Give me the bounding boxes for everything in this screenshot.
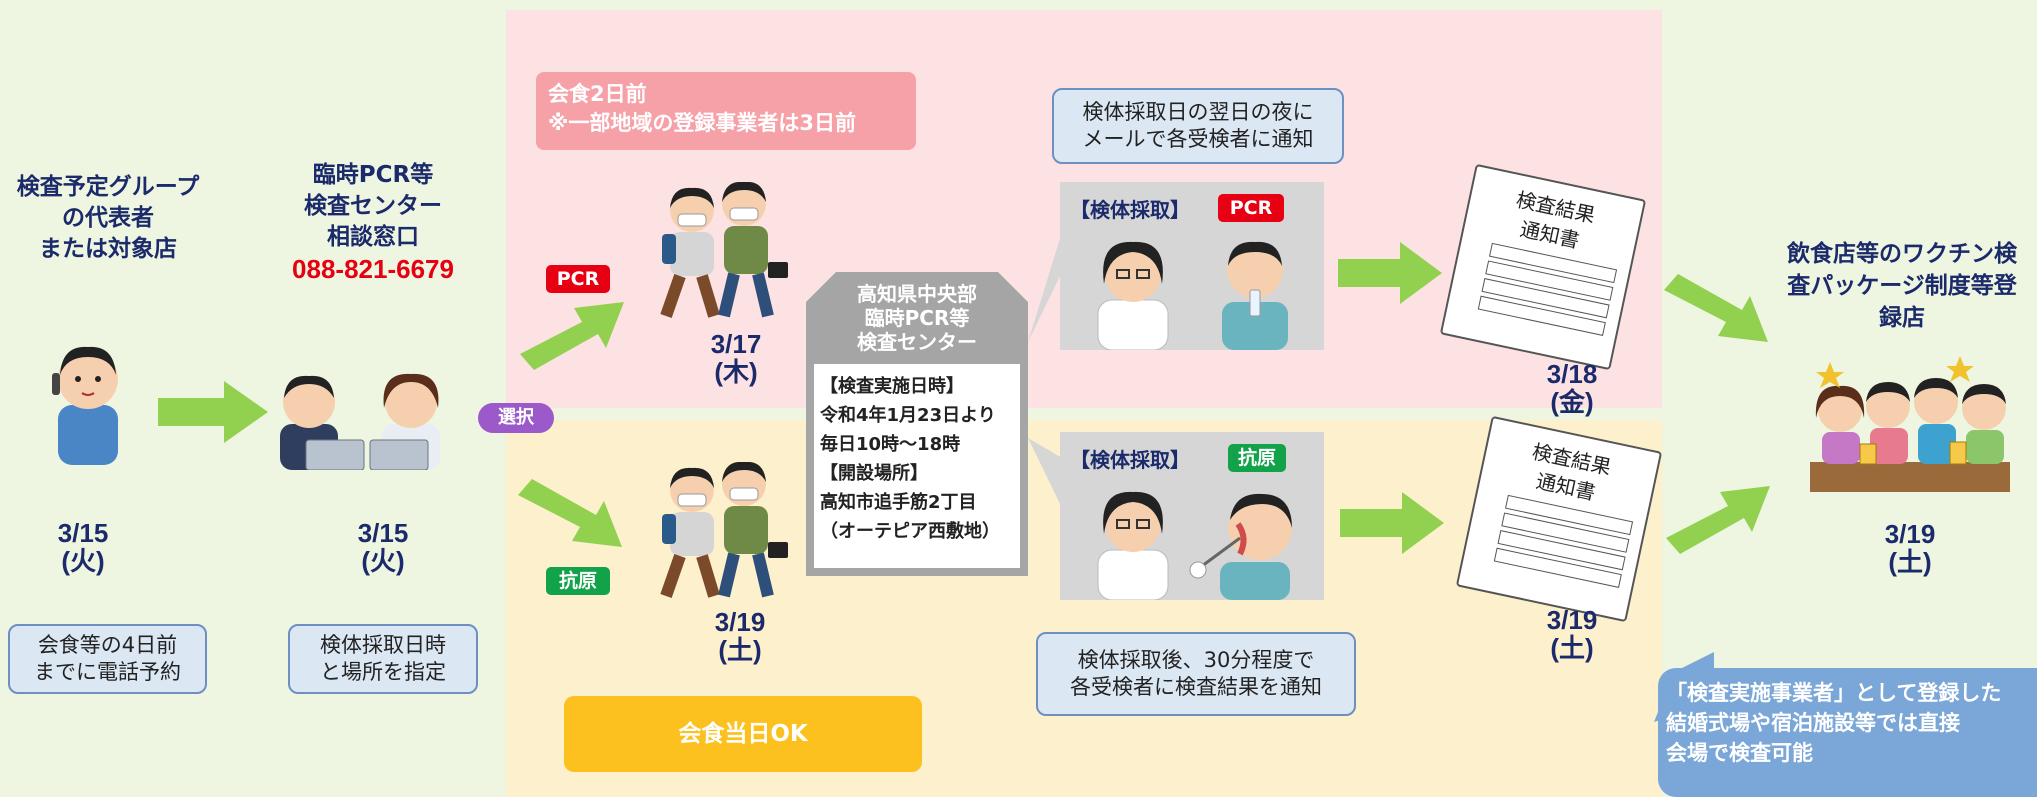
antigen-sampling-panel: 【検体採取】 抗原 [1060,432,1324,600]
final-date: 3/19(土) [1884,519,1936,577]
consult-phone-number[interactable]: 088-821-6679 [292,254,454,284]
pcr-sampling-panel: 【検体採取】 PCR [1060,182,1324,350]
step2-title: 臨時PCR等検査センター相談窓口 [304,162,442,250]
callout-pointer [1028,232,1062,346]
antigen-tag: 抗原 [1228,444,1286,472]
flow-arrow [1666,476,1770,556]
center-details: 【検査実施日時】令和4年1月23日より毎日10時～18時 【開設場所】高知市追手… [820,376,1000,542]
same-day-ok-badge: 会食当日OK [564,696,922,772]
result-report-icon: 検査結果通知書 [1455,415,1663,623]
phone-caller-icon [52,335,124,465]
pcr-advance-note: 会食2日前※一部地域の登録事業者は3日前 [536,72,916,150]
center-name: 高知県中央部臨時PCR等検査センター [857,282,977,354]
result-report-icon: 検査結果通知書 [1439,163,1647,371]
walking-people-icon [644,181,794,322]
antigen-notify-note: 検体採取後、30分程度で各受検者に検査結果を通知 [1036,632,1356,716]
sampling-label: 【検体採取】 [1070,198,1190,222]
antigen-branch-arrow [518,477,622,557]
step1-date: 3/15(火) [57,518,109,576]
pcr-result-date: 3/18(金) [1546,359,1598,417]
flow-arrow [1338,242,1442,304]
antigen-result-date: 3/19(土) [1546,605,1598,663]
antigen-tag: 抗原 [546,567,610,595]
step2-date: 3/15(火) [357,518,409,576]
pcr-tag: PCR [546,265,610,293]
doctor-patient-icon [1097,241,1288,350]
pcr-visit-date: 3/17(木) [710,329,762,387]
flow-arrow [1340,492,1444,554]
call-center-staff-icon [272,366,456,471]
test-center-box: 高知県中央部臨時PCR等検査センター 【検査実施日時】令和4年1月23日より毎日… [806,272,1028,576]
final-title: 飲食店等のワクチン検査パッケージ制度等登録店 [1787,241,2017,331]
walking-people-icon [644,461,794,602]
step2-note: 検体採取日時と場所を指定 [288,624,478,694]
pcr-notify-note: 検体採取日の翌日の夜にメールで各受検者に通知 [1052,88,1344,164]
callout-pointer [1028,438,1062,512]
doctor-nasal-swab-icon [1097,491,1292,600]
toasting-group-icon [1800,352,2020,492]
select-badge: 選択 [478,403,554,433]
pcr-tag: PCR [1218,194,1284,222]
venue-testing-bubble: 「検査実施事業者」として登録した結婚式場や宿泊施設等では直接会場で検査可能 [1658,668,2037,797]
flow-arrow [158,381,268,443]
flow-arrow [1664,272,1768,352]
pcr-branch-arrow [520,292,624,372]
step1-note: 会食等の4日前までに電話予約 [8,624,207,694]
antigen-visit-date: 3/19(土) [714,607,766,665]
step1-title: 検査予定グループの代表者または対象店 [16,174,200,262]
sampling-label: 【検体採取】 [1070,448,1190,472]
